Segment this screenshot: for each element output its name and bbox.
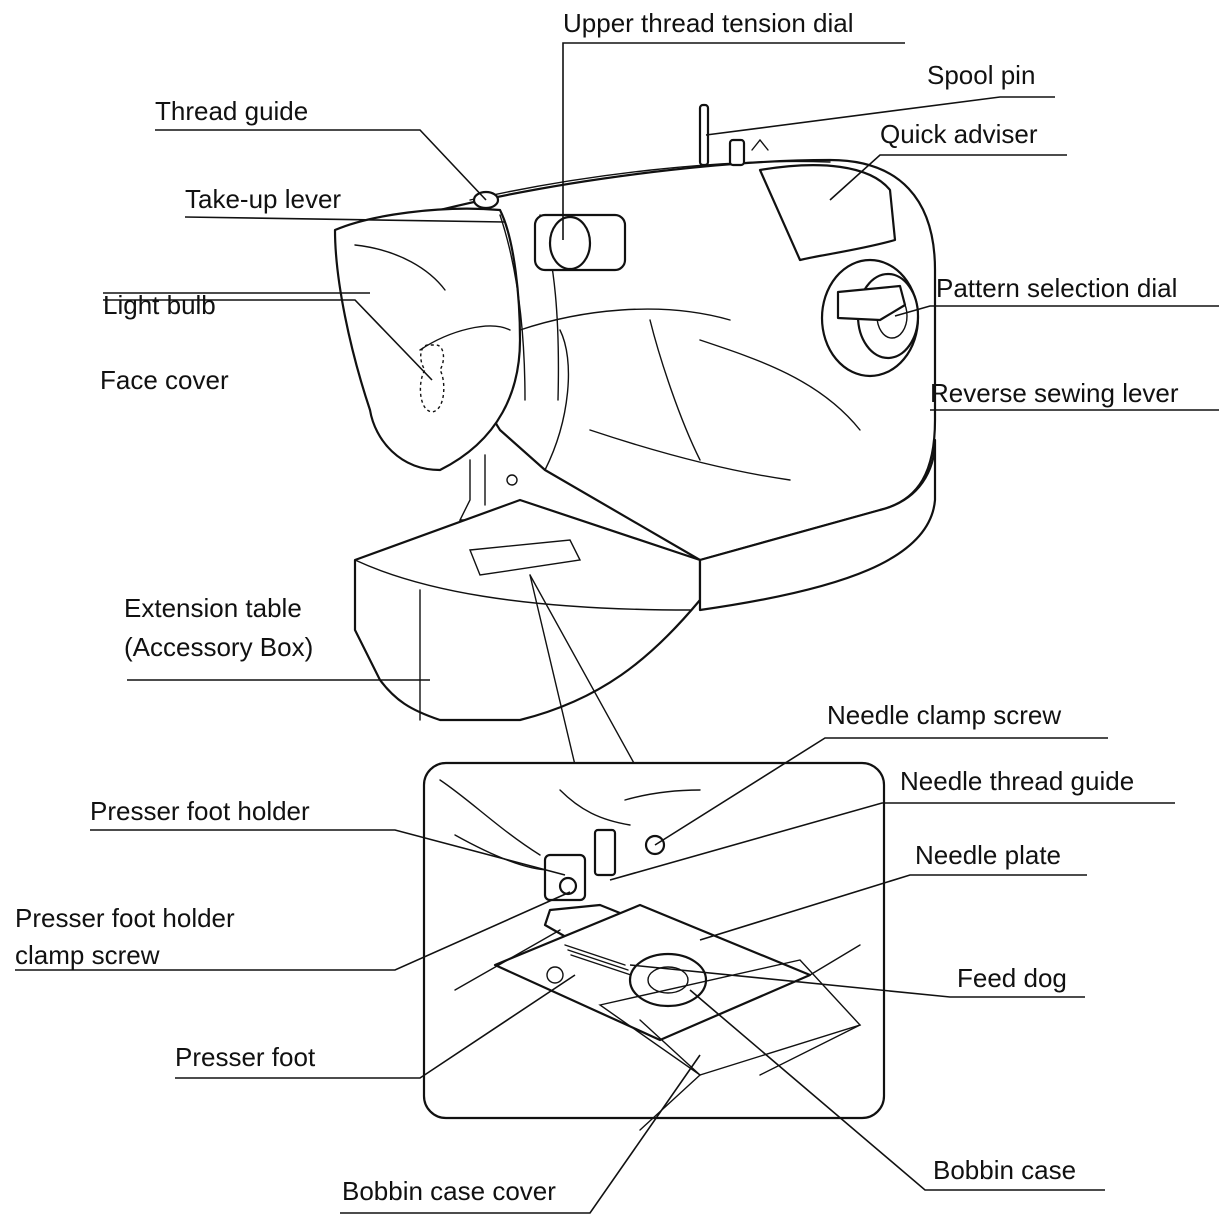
label-needle-plate: Needle plate [915, 840, 1061, 870]
label-extension-table-2: (Accessory Box) [124, 632, 314, 662]
face-cover-shape [333, 207, 522, 472]
label-needle-thread-guide: Needle thread guide [900, 766, 1135, 796]
label-presser-foot-holder: Presser foot holder [90, 796, 310, 826]
bobbin-case-shape [628, 952, 708, 1008]
label-upper-thread-tension-dial: Upper thread tension dial [563, 8, 854, 38]
leader-lines [15, 42, 1219, 1214]
inset-detail [422, 761, 886, 1131]
label-quick-adviser: Quick adviser [880, 119, 1038, 149]
label-bobbin-case: Bobbin case [933, 1155, 1077, 1185]
label-pattern-selection-dial: Pattern selection dial [936, 273, 1178, 303]
machine-illustration [333, 103, 937, 766]
label-spool-pin: Spool pin [927, 60, 1036, 90]
label-reverse-sewing-lever: Reverse sewing lever [930, 378, 1179, 408]
label-presser-foot-holder-clamp-screw: Presser foot holder [15, 903, 235, 933]
quick-adviser-panel [758, 164, 897, 262]
label-thread-guide: Thread guide [155, 96, 309, 126]
label-face-cover: Face cover [100, 365, 229, 395]
label-needle-clamp-screw: Needle clamp screw [827, 700, 1062, 730]
label-bobbin-case-cover: Bobbin case cover [342, 1176, 556, 1206]
label-presser-foot-holder-clamp-screw-2: clamp screw [15, 940, 160, 970]
label-take-up-lever: Take-up lever [185, 184, 342, 214]
label-extension-table: Extension table [124, 593, 302, 623]
label-presser-foot: Presser foot [175, 1042, 316, 1072]
machine-bed [353, 498, 702, 722]
reverse-lever-shape [836, 284, 907, 322]
label-feed-dog: Feed dog [957, 963, 1067, 993]
label-light-bulb: Light bulb [103, 290, 216, 320]
